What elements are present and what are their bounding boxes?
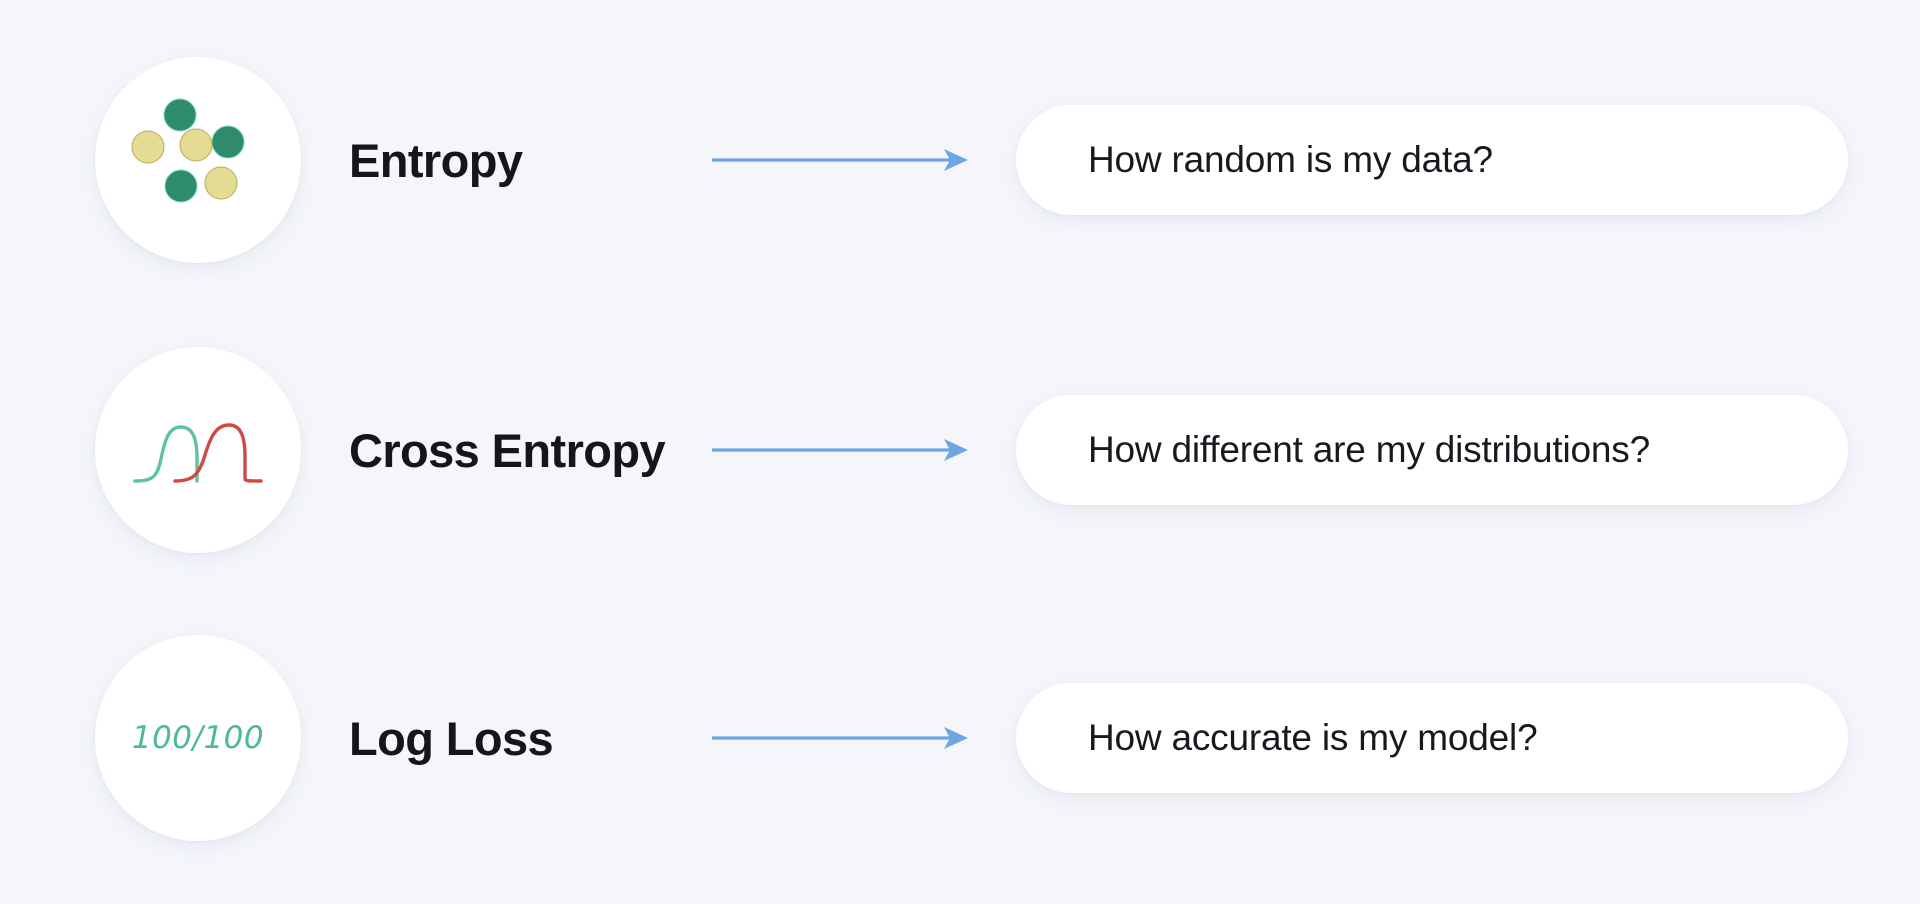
arrow-right-icon <box>712 347 970 553</box>
score-fraction-icon: 100/100 <box>95 635 301 841</box>
concept-label-entropy: Entropy <box>349 133 523 187</box>
arrow-right-icon <box>712 57 970 263</box>
arrow-right-icon <box>712 635 970 841</box>
concept-row-entropy: Entropy How random is my data? <box>0 57 1920 277</box>
question-pill-entropy[interactable]: How random is my data? <box>1016 105 1848 215</box>
question-pill-cross-entropy[interactable]: How different are my distributions? <box>1016 395 1848 505</box>
concept-row-cross-entropy: Cross Entropy How different are my distr… <box>0 347 1920 567</box>
question-text: How different are my distributions? <box>1088 429 1650 470</box>
scatter-dots-icon <box>95 57 301 263</box>
score-value: 100/100 <box>131 720 265 756</box>
concept-row-log-loss: 100/100 Log Loss How accurate is my mode… <box>0 635 1920 855</box>
concept-label-cross-entropy: Cross Entropy <box>349 423 666 477</box>
concept-label-log-loss: Log Loss <box>349 711 554 765</box>
question-text: How random is my data? <box>1088 139 1493 180</box>
question-pill-log-loss[interactable]: How accurate is my model? <box>1016 683 1848 793</box>
two-distributions-icon <box>95 347 301 553</box>
question-text: How accurate is my model? <box>1088 717 1538 758</box>
